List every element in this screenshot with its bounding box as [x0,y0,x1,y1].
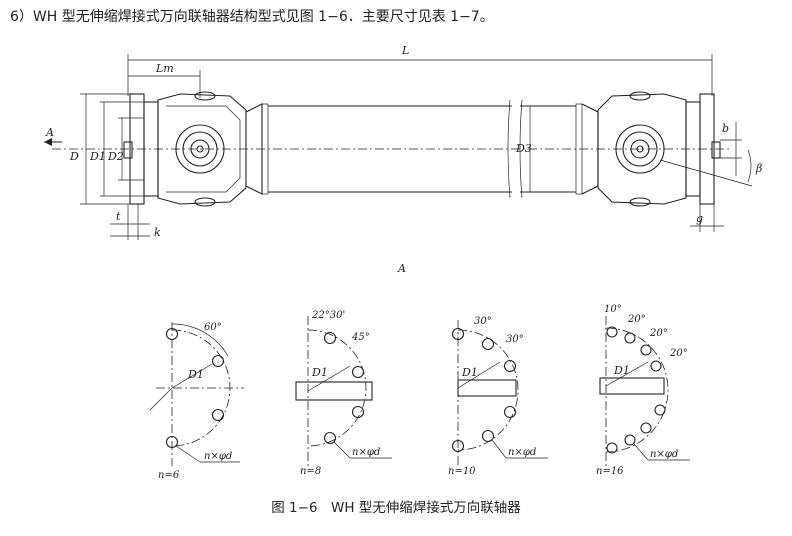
n6-bolt: n×φd [204,451,232,462]
n16-angle-4: 20° [669,348,688,359]
n6-angle-1: 60° [204,322,222,333]
n8-d1: D1 [311,366,328,379]
heading-text: 6）WH 型无伸缩焊接式万向联轴器结构型式见图 1−6．主要尺寸见表 1−7。 [10,9,494,25]
n16-angle-3: 20° [649,328,668,339]
n10-angle-1: 30° [474,316,492,327]
section-mark-label: A [45,126,54,139]
left-yoke [157,93,247,205]
d-label: D [69,150,79,163]
n10-angle-2: 30° [506,334,524,345]
left-key [123,141,133,159]
beta-label: β [755,162,762,175]
n10-label: n=10 [448,466,476,477]
d3-label: D3 [515,142,532,155]
d2-label: D2 [107,150,124,163]
lm-label: Lm [155,62,174,75]
tube-break [507,99,523,199]
n16-angle-2: 20° [627,314,646,325]
right-key [711,141,721,159]
g-label: g [696,212,703,225]
flange-view-n6: 60° D1 n×φd n=6 [149,322,244,481]
right-cross-bearing [615,124,665,174]
n16-d1: D1 [613,364,630,377]
d1-label: D1 [89,150,106,163]
figure-caption: 图 1−6 WH 型无伸缩焊接式万向联轴器 [271,500,521,516]
n6-label: n=6 [158,470,180,481]
view-title: A [397,262,406,275]
t-label: t [116,210,121,223]
right-flange [699,93,715,205]
n8-angle-2: 45° [351,332,370,343]
n8-label: n=8 [300,466,321,477]
left-cross-bearing [175,124,225,174]
flange-view-n10: 30° 30° D1 n×φd n=10 [448,316,548,477]
b-label: b [722,122,729,135]
flange-view-n16: 10° 20° 20° 20° D1 n×φd n=16 [596,304,690,477]
n6-d1: D1 [187,368,204,381]
right-yoke [597,93,687,205]
n8-bolt: n×φd [352,447,380,458]
n16-label: n=16 [596,466,624,477]
n8-angle-1: 22°30' [311,310,345,321]
length-label: L [401,44,409,57]
flange-view-n8: 22°30' 45° D1 n×φd n=8 [295,310,392,477]
n16-bolt: n×φd [650,449,678,460]
n10-d1: D1 [461,366,478,379]
k-label: k [154,226,161,239]
n16-angle-1: 10° [604,304,622,315]
n10-bolt: n×φd [508,447,536,458]
